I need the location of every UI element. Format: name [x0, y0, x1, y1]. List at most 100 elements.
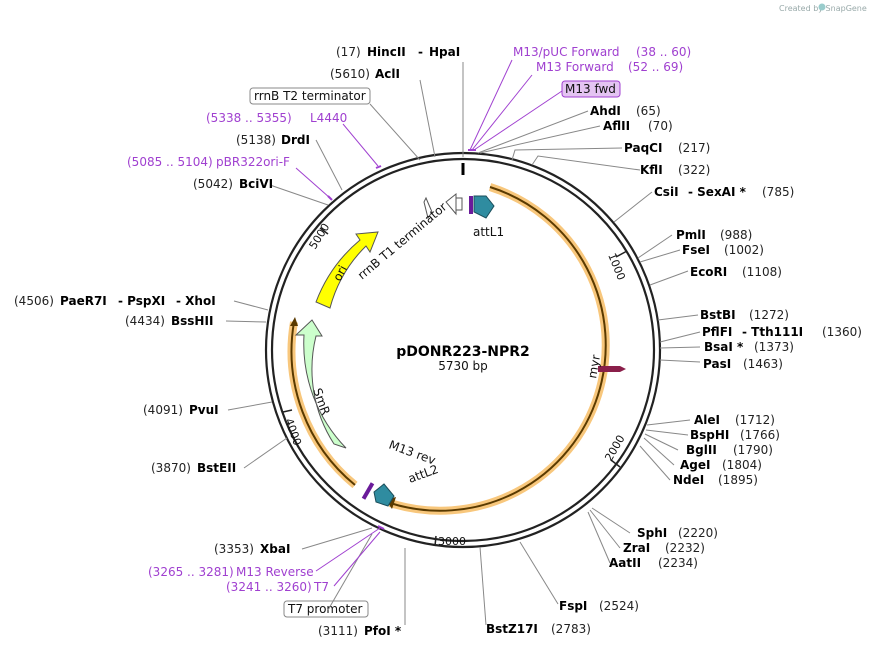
site-fsei-name: FseI	[682, 243, 710, 257]
label-myr: myr	[585, 354, 603, 380]
rrnb-t2-shape	[423, 196, 433, 220]
site-csii-name: CsiI	[654, 185, 679, 199]
site-hincii-sep: -	[418, 45, 423, 59]
site-ahdi-pos: (65)	[636, 104, 661, 118]
site-bsphi-name: BspHI	[690, 428, 729, 442]
site-bstbi-pos: (1272)	[749, 308, 789, 322]
site-agei-name: AgeI	[680, 458, 710, 472]
site-alei-pos: (1712)	[735, 413, 775, 427]
site-aflii-pos: (70)	[648, 119, 673, 133]
site-aflii-name: AflII	[603, 119, 630, 133]
primer-t7-label: T7	[313, 580, 329, 594]
site-hincii-name: HincII	[367, 45, 406, 59]
site-pfoi-name: PfoI *	[364, 624, 402, 638]
ori-arrow	[315, 231, 379, 309]
site-acli-pos: (5610)	[330, 67, 370, 81]
site-kfli-pos: (322)	[678, 163, 710, 177]
primer-l4440-label: L4440	[310, 111, 347, 125]
primer-mark-m13-reverse	[377, 525, 385, 530]
site-pfoi-pos: (3111)	[318, 624, 358, 638]
primer-m13rev-label: M13 Reverse	[236, 565, 314, 579]
rrnb-t2-box	[249, 87, 371, 105]
site-agei-pos: (1804)	[722, 458, 762, 472]
label-m13-rev: M13 rev	[387, 438, 437, 468]
site-paqci-name: PaqCI	[624, 141, 662, 155]
m13-rev-mark	[361, 482, 375, 500]
site-drdi-name: DrdI	[281, 133, 310, 147]
m13-fwd-box	[561, 80, 621, 98]
site-kfli-name: KflI	[640, 163, 663, 177]
tick-label-3000: 3000	[438, 535, 466, 548]
site-aatii-pos: (2234)	[658, 556, 698, 570]
primer-m13puc-label: M13/pUC Forward	[513, 45, 620, 59]
site-fsei-pos: (1002)	[724, 243, 764, 257]
primer-l4440-range: (5338 .. 5355)	[206, 111, 292, 125]
label-attl1: attL1	[473, 225, 504, 239]
site-bsai-pos: (1373)	[754, 340, 794, 354]
plasmid-name: pDONR223-NPR2	[396, 344, 530, 360]
primer-m13rev-range: (3265 .. 3281)	[148, 565, 234, 579]
snapgene-logo-icon	[818, 3, 826, 11]
site-bsshii-pos: (4434)	[125, 314, 165, 328]
site-pmli-pos: (988)	[720, 228, 752, 242]
primer-m13puc-range: (38 .. 60)	[636, 45, 691, 59]
site-ecori-name: EcoRI	[690, 265, 727, 279]
primer-leader-lines	[295, 59, 563, 587]
primer-m13fwd-range: (52 .. 69)	[628, 60, 683, 74]
site-fspi-name: FspI	[559, 599, 587, 613]
site-bstz17i-name: BstZ17I	[486, 622, 538, 636]
site-pflfi-pos: (1360)	[822, 325, 862, 339]
site-drdi-pos: (5138)	[236, 133, 276, 147]
site-pmli-name: PmlI	[676, 228, 706, 242]
site-ecori-pos: (1108)	[742, 265, 782, 279]
site-sphi-pos: (2220)	[678, 526, 718, 540]
label-ori: ori	[330, 263, 350, 283]
site-pvui-pos: (4091)	[143, 403, 183, 417]
site-hincii-pos: (17)	[336, 45, 361, 59]
site-paer7i-pos: (4506)	[14, 294, 54, 308]
site-bsteii-name: BstEII	[197, 461, 236, 475]
site-pvui-name: PvuI	[189, 403, 219, 417]
site-zrai-name: ZraI	[623, 541, 650, 555]
primer-pbr322-label: pBR322ori-F	[216, 155, 290, 169]
attl1-arrow	[473, 195, 495, 219]
site-bglii-name: BglII	[686, 443, 717, 457]
site-alei-name: AleI	[694, 413, 720, 427]
primer-m13fwd-label: M13 Forward	[536, 60, 614, 74]
attl2-arrow	[373, 483, 395, 507]
site-bcivi-pos: (5042)	[193, 177, 233, 191]
site-sphi-name: SphI	[637, 526, 667, 540]
site-paer7i-name: PaeR7I	[60, 294, 107, 308]
site-aatii-name: AatII	[609, 556, 641, 570]
leader-lines	[225, 62, 701, 626]
site-bstbi-name: BstBI	[700, 308, 736, 322]
left-sites: (5610) AclI (5138) DrdI (5042) BciVI (44…	[125, 67, 400, 556]
site-bglii-pos: (1790)	[733, 443, 773, 457]
site-fspi-pos: (2524)	[599, 599, 639, 613]
site-csii-pos: (785)	[762, 185, 794, 199]
orf-band-left	[287, 317, 358, 489]
site-pspxi-name: - PspXI	[118, 294, 165, 308]
site-bstz17i-pos: (2783)	[551, 622, 591, 636]
site-bsai-name: BsaI *	[704, 340, 744, 354]
site-paqci-pos: (217)	[678, 141, 710, 155]
site-ndei-name: NdeI	[673, 473, 704, 487]
site-bsphi-pos: (1766)	[740, 428, 780, 442]
site-tth111i-name: - Tth111I	[742, 325, 803, 339]
site-acli-name: AclI	[375, 67, 400, 81]
myr-arrow	[598, 366, 626, 372]
tick-marks	[282, 227, 628, 547]
label-attl2: attL2	[406, 462, 440, 486]
site-bcivi-name: BciVI	[239, 177, 273, 191]
site-pflfi-name: PflFI	[702, 325, 732, 339]
tick-label-1000: 1000	[605, 251, 628, 282]
site-pasi-name: PasI	[703, 357, 731, 371]
site-xbai-pos: (3353)	[214, 542, 254, 556]
site-xbai-name: XbaI	[260, 542, 290, 556]
attl1-primer-mark	[469, 196, 473, 214]
label-m13-fwd: M13 fwd	[565, 82, 616, 96]
site-sexai-name: - SexAI *	[688, 185, 747, 199]
label-smr: SmR	[310, 386, 333, 417]
right-sites: AhdI (65) AflII (70) PaqCI (217) KflI (3…	[559, 104, 862, 613]
